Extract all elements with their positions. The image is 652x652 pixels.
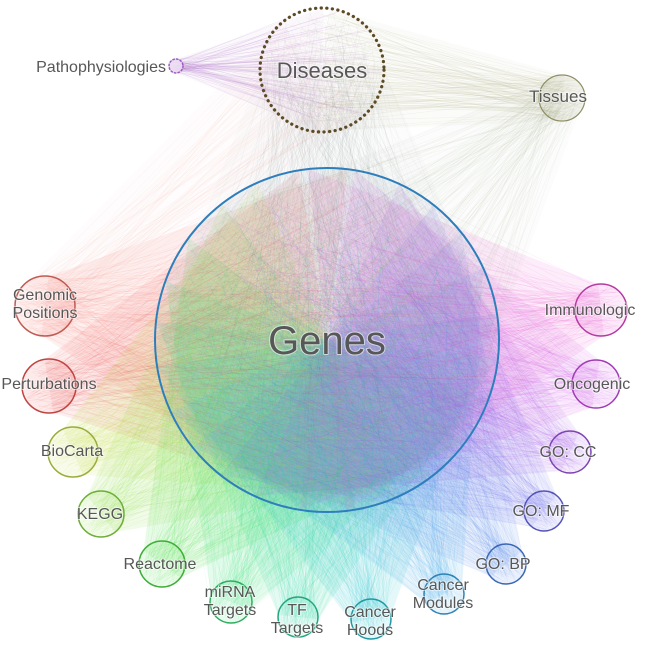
edge-bundle-tissues-genes bbox=[159, 75, 586, 512]
node-go-cc[interactable] bbox=[548, 430, 592, 474]
node-mirna-targets[interactable] bbox=[209, 580, 253, 624]
edge-bundle-diseases-genes bbox=[163, 9, 499, 509]
node-oncogenic[interactable] bbox=[571, 359, 621, 409]
node-go-bp-label: GO: BP bbox=[475, 556, 530, 573]
node-go-mf-label: GO: MF bbox=[513, 503, 570, 520]
node-kegg-label: KEGG bbox=[77, 506, 123, 523]
node-genes[interactable] bbox=[154, 167, 500, 513]
edge-wedge-go-cc-genes bbox=[255, 183, 579, 497]
node-diseases[interactable] bbox=[258, 6, 386, 134]
node-perturbations[interactable] bbox=[21, 358, 77, 414]
edge-bundle-genomic-positions-genes bbox=[16, 176, 481, 512]
edge-wedge-pathophysiologies-diseases bbox=[175, 8, 324, 132]
edge-wedge-go-bp-genes bbox=[192, 232, 522, 577]
node-cancer-hoods[interactable] bbox=[350, 598, 392, 640]
edge-wedge-oncogenic-genes bbox=[299, 170, 600, 510]
edge-bundle-mirna-targets-genes bbox=[157, 168, 490, 622]
edge-bundle-tf-targets-genes bbox=[165, 169, 497, 637]
node-genomic-positions[interactable] bbox=[14, 275, 76, 337]
node-pathophysiologies-label: Pathophysiologies bbox=[36, 59, 166, 76]
node-go-cc-label: GO: CC bbox=[540, 444, 597, 461]
edge-wedge-cancer-modules-genes bbox=[170, 268, 484, 603]
node-biocarta-label: BioCarta bbox=[41, 443, 103, 460]
node-immunologic[interactable] bbox=[574, 283, 628, 337]
edge-bundle-go-mf-genes bbox=[162, 173, 564, 531]
node-go-mf[interactable] bbox=[523, 490, 565, 532]
node-immunologic-label: Immunologic bbox=[545, 302, 636, 319]
node-biocarta[interactable] bbox=[47, 426, 99, 478]
edge-wedge-go-mf-genes bbox=[220, 204, 557, 527]
edge-wedge-perturbations-genes bbox=[44, 170, 356, 510]
edge-bundle-cancer-hoods-genes bbox=[160, 185, 482, 639]
edge-wedge-cancer-hoods-genes bbox=[157, 313, 497, 623]
edge-wedge-genomic-positions-genes bbox=[41, 169, 348, 511]
edge-bundle-immunologic-genes bbox=[161, 191, 627, 508]
node-tissues-label: Tissues bbox=[529, 87, 587, 106]
node-kegg[interactable] bbox=[77, 490, 125, 538]
node-tissues[interactable] bbox=[538, 74, 586, 122]
node-oncogenic-label: Oncogenic bbox=[554, 376, 631, 393]
edge-wedge-tf-targets-genes bbox=[155, 322, 499, 620]
edge-wedge-reactome-genes bbox=[143, 237, 466, 578]
edge-bundle-oncogenic-genes bbox=[168, 176, 619, 504]
node-diseases-label: Diseases bbox=[277, 58, 367, 83]
edge-bundle-perturbations-genes bbox=[26, 174, 495, 503]
edge-wedge-diseases-tissues bbox=[314, 8, 565, 132]
edge-bundle-go-cc-genes bbox=[167, 173, 591, 503]
node-perturbations-label: Perturbations bbox=[1, 376, 96, 393]
node-genes-label: Genes bbox=[268, 319, 386, 363]
node-go-bp[interactable] bbox=[485, 543, 527, 585]
edge-bundle-kegg-genes bbox=[78, 174, 487, 537]
node-reactome[interactable] bbox=[138, 540, 186, 588]
edge-bundle-biocarta-genes bbox=[48, 168, 494, 499]
edge-wedge-kegg-genes bbox=[86, 203, 432, 533]
node-pathophysiologies[interactable] bbox=[168, 58, 184, 74]
edge-bundle-go-bp-genes bbox=[160, 176, 525, 583]
edge-bundle-reactome-genes bbox=[140, 179, 486, 587]
edge-wedge-biocarta-genes bbox=[62, 182, 397, 498]
edge-bundle-pathophysiologies-diseases bbox=[169, 10, 385, 126]
node-tf-targets[interactable] bbox=[277, 596, 319, 638]
node-cancer-modules[interactable] bbox=[423, 573, 465, 615]
edge-wedge-mirna-targets-genes bbox=[165, 280, 489, 610]
edge-wedge-immunologic-genes bbox=[308, 169, 604, 511]
edge-bundle-cancer-modules-genes bbox=[163, 168, 495, 612]
node-reactome-label: Reactome bbox=[124, 556, 197, 573]
edge-bundle-genomic-positions-diseases bbox=[17, 11, 380, 332]
